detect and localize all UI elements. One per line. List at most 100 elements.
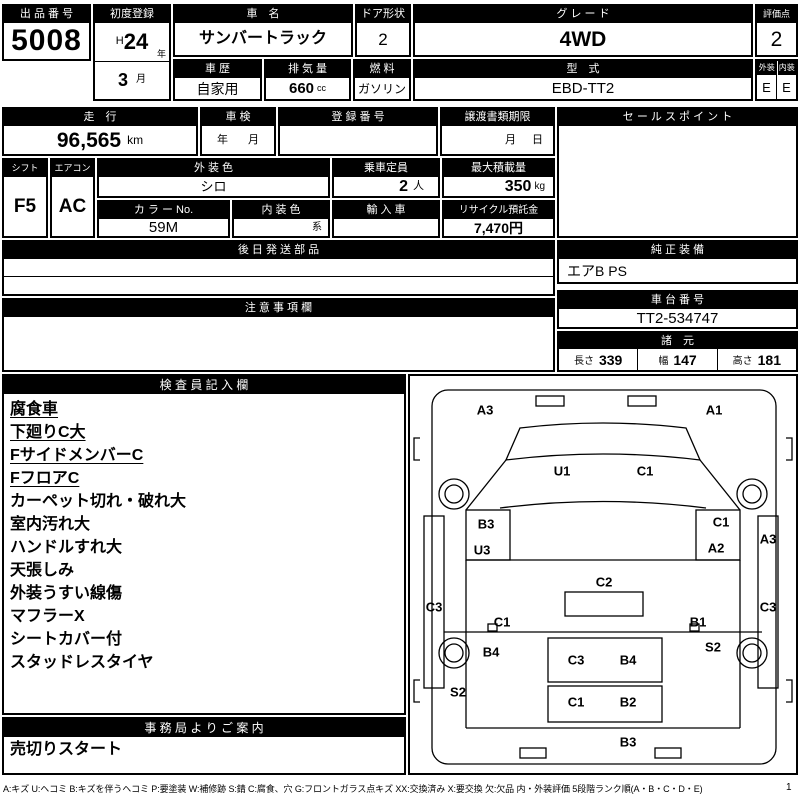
shaken-month-placeholder: 月 xyxy=(248,133,259,146)
height-value: 181 xyxy=(757,351,781,368)
capacity-value: 2 xyxy=(399,177,408,195)
history-block: 車 歴 自家用 xyxy=(173,59,262,101)
office-notice-block: 事 務 局 よ り ご 案 内 売切りスタート xyxy=(2,717,406,775)
displacement-unit: cc xyxy=(317,83,327,93)
registration-number-value xyxy=(280,126,436,154)
score-value: 2 xyxy=(770,27,783,51)
inspection-note: シートカバー付 xyxy=(10,631,123,648)
exterior-color-value: シロ xyxy=(200,179,227,194)
year-value: 24 xyxy=(123,28,149,54)
capacity-label: 乗車定員 xyxy=(334,160,438,177)
car-name-value: サンバートラック xyxy=(198,30,327,47)
recycle-deposit-block: リサイクル預託金 7,470円 xyxy=(442,200,555,238)
inspection-note: FフロアC xyxy=(10,470,80,487)
fuel-label: 燃 料 xyxy=(355,61,409,78)
shaken-block: 車 検 年 月 xyxy=(200,107,276,156)
interior-grade-value: E xyxy=(782,79,791,95)
height-label: 高さ xyxy=(732,356,753,367)
aircon-block: エアコン AC xyxy=(50,158,95,238)
fuel-value: ガソリン xyxy=(357,81,406,96)
exterior-color-label: 外 装 色 xyxy=(99,160,328,177)
mileage-block: 走 行 96,565 km xyxy=(2,107,198,156)
width-cell: 幅 147 xyxy=(637,349,716,370)
inspection-note: カーペット切れ・破れ大 xyxy=(10,493,187,510)
oem-equipment-block: 純 正 装 備 エアB PS xyxy=(557,240,798,284)
side-panels xyxy=(423,515,779,689)
capacity-value-row: 2 人 xyxy=(334,177,438,196)
notices-block: 注 意 事 項 欄 xyxy=(2,298,555,372)
inspection-note: ハンドルすれ大 xyxy=(10,539,123,556)
recycle-deposit-value: 7,470円 xyxy=(473,219,524,236)
later-parts-row-2 xyxy=(4,276,553,294)
grade-block: グ レ ー ド 4WD xyxy=(413,4,753,57)
door-shape-value: 2 xyxy=(378,29,388,49)
page-number: 1 xyxy=(786,782,792,793)
era-prefix: H xyxy=(115,35,124,48)
inspection-note: 天張しみ xyxy=(10,562,75,579)
exterior-interior-headers: 外装 内装 xyxy=(757,61,796,75)
chassis-number-label: 車 台 番 号 xyxy=(559,292,796,309)
transfer-month-placeholder: 月 xyxy=(505,133,516,146)
dimensions-label: 諸 元 xyxy=(559,333,796,349)
inspection-note: 外装うすい線傷 xyxy=(10,585,123,602)
inspection-note: FサイドメンバーC xyxy=(10,447,144,464)
damage-code: U1 xyxy=(553,463,571,479)
damage-code: C1 xyxy=(567,694,585,710)
capacity-block: 乗車定員 2 人 xyxy=(332,158,440,198)
import-car-value xyxy=(334,219,438,236)
damage-code: C2 xyxy=(595,574,613,590)
door-shape-label: ドア形状 xyxy=(357,6,409,23)
length-label: 長さ xyxy=(573,356,594,367)
damage-code: S2 xyxy=(705,639,721,655)
oem-equipment-value: エアB PS xyxy=(567,262,627,279)
fuel-block: 燃 料 ガソリン xyxy=(353,59,411,101)
later-parts-row-1 xyxy=(4,259,553,276)
damage-code: B4 xyxy=(619,652,637,668)
shaken-year-placeholder: 年 xyxy=(217,133,228,146)
lot-number-label: 出 品 番 号 xyxy=(4,6,89,23)
transfer-docs-block: 譲渡書類期限 月 日 xyxy=(440,107,555,156)
model-code-label: 型 式 xyxy=(415,61,751,78)
damage-code: A1 xyxy=(705,402,723,418)
transfer-day-placeholder: 日 xyxy=(532,133,543,146)
damage-code: B3 xyxy=(477,516,495,532)
length-value: 339 xyxy=(598,351,623,368)
sales-points-value xyxy=(559,126,796,236)
inspection-note: 腐食車 xyxy=(10,401,59,418)
exterior-grade-value: E xyxy=(757,75,777,99)
sales-points-block: セ ー ル ス ポ イ ン ト xyxy=(557,107,798,238)
shaken-label: 車 検 xyxy=(202,109,274,126)
interior-label: 内装 xyxy=(776,61,796,75)
recycle-deposit-label: リサイクル預託金 xyxy=(444,202,553,219)
displacement-block: 排 気 量 660 cc xyxy=(264,59,351,101)
damage-code: B3 xyxy=(619,734,637,750)
max-load-label: 最大積載量 xyxy=(444,160,553,177)
bumper-corner-brackets xyxy=(413,437,793,703)
interior-color-suffix: 系 xyxy=(312,222,322,233)
lot-number-value: 5008 xyxy=(11,24,82,57)
damage-code: B2 xyxy=(619,694,637,710)
aircon-label: エアコン xyxy=(52,160,93,177)
displacement-value-row: 660 cc xyxy=(266,78,349,99)
history-value: 自家用 xyxy=(196,80,239,97)
max-load-value: 350 xyxy=(504,177,532,195)
score-label: 評価点 xyxy=(757,6,796,23)
exterior-color-block: 外 装 色 シロ xyxy=(97,158,330,198)
later-parts-block: 後 日 発 送 部 品 xyxy=(2,240,555,296)
notices-label: 注 意 事 項 欄 xyxy=(4,300,553,317)
damage-code: C3 xyxy=(567,652,585,668)
history-label: 車 歴 xyxy=(175,61,260,78)
damage-code: A3 xyxy=(476,402,494,418)
chassis-number-value: TT2-534747 xyxy=(636,309,719,327)
truck-topview-svg xyxy=(413,389,793,765)
inspector-notes-label: 検 査 員 記 入 欄 xyxy=(4,376,404,394)
damage-code: C1 xyxy=(493,614,511,630)
damage-code: C3 xyxy=(425,599,443,615)
damage-code: C1 xyxy=(712,514,730,530)
damage-code: S2 xyxy=(450,684,466,700)
damage-code: A2 xyxy=(707,540,725,556)
transfer-docs-value-row: 月 日 xyxy=(442,126,553,154)
